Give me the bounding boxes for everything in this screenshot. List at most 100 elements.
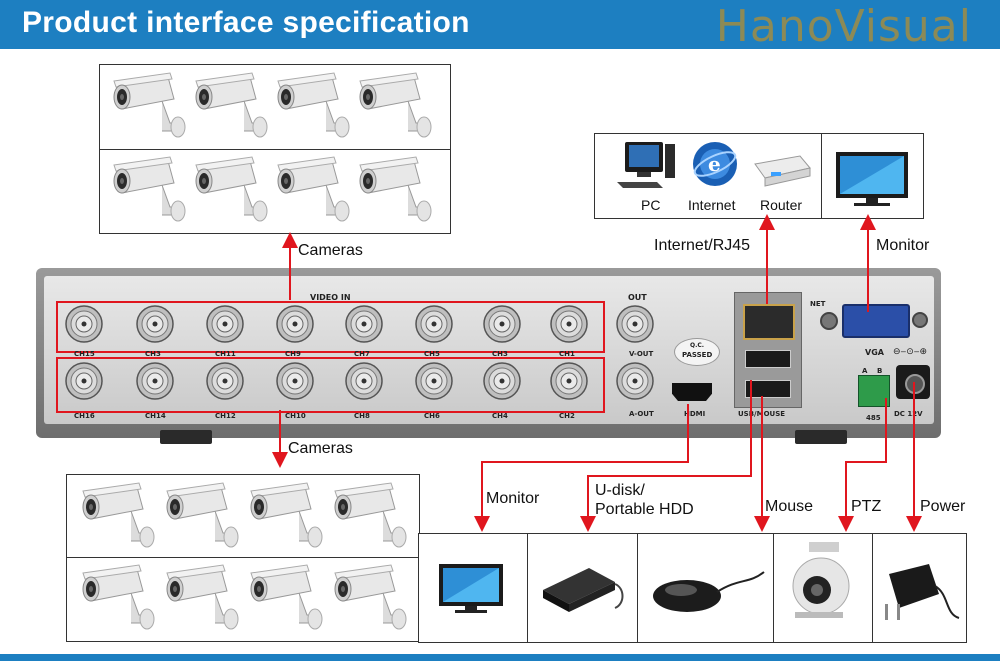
cameras-top-label: Cameras bbox=[298, 242, 363, 259]
bottom-devices-box bbox=[418, 533, 967, 643]
channel-label: CH4 bbox=[492, 412, 508, 420]
bnc-connector-bottom[interactable] bbox=[276, 362, 314, 400]
rs485-a-label: A bbox=[862, 367, 868, 375]
camera-icon bbox=[195, 156, 268, 222]
svg-text:e: e bbox=[708, 152, 721, 176]
pc-icon bbox=[617, 142, 675, 188]
bnc-connector-bottom[interactable] bbox=[206, 362, 244, 400]
polarity-symbol: ⊖‒⊙‒⊕ bbox=[893, 347, 928, 357]
channel-label: CH2 bbox=[559, 412, 575, 420]
vga-label: VGA bbox=[865, 348, 884, 357]
rs485-b-label: B bbox=[877, 367, 883, 375]
monitor-hdmi-label: Monitor bbox=[486, 490, 540, 507]
brand-logo: HanoVisual bbox=[715, 1, 972, 52]
network-devices-box: e PC Internet Router bbox=[594, 133, 824, 219]
channel-label: CH14 bbox=[145, 412, 166, 420]
channel-label: CH15 bbox=[74, 350, 95, 358]
top-cameras-box bbox=[99, 64, 451, 234]
channel-label: CH8 bbox=[354, 412, 370, 420]
vga-port[interactable] bbox=[842, 304, 910, 338]
udisk-label-line2: Portable HDD bbox=[595, 501, 694, 518]
bnc-connector-top[interactable] bbox=[276, 305, 314, 343]
a-out-connector[interactable] bbox=[616, 362, 654, 400]
internet-label: Internet bbox=[688, 197, 736, 213]
rs485-terminal[interactable] bbox=[858, 375, 890, 407]
monitor-icon bbox=[836, 152, 908, 206]
channel-label: CH11 bbox=[215, 350, 236, 358]
video-in-bottom-row-highlight bbox=[56, 357, 605, 413]
internet-icon: e bbox=[693, 142, 737, 186]
power-adapter-icon bbox=[885, 564, 960, 620]
bnc-connector-top[interactable] bbox=[415, 305, 453, 343]
vga-monitor-box bbox=[821, 133, 924, 219]
camera-icon bbox=[82, 564, 155, 630]
cameras-bottom-label: Cameras bbox=[288, 440, 353, 457]
bnc-connector-top[interactable] bbox=[206, 305, 244, 343]
bnc-connector-top[interactable] bbox=[345, 305, 383, 343]
camera-icon bbox=[250, 564, 323, 630]
vga-screw-right bbox=[912, 312, 928, 328]
bnc-connector-bottom[interactable] bbox=[65, 362, 103, 400]
camera-icon bbox=[359, 72, 432, 138]
internet-rj45-label: Internet/RJ45 bbox=[654, 237, 751, 254]
camera-icon bbox=[166, 564, 239, 630]
ptz-label: PTZ bbox=[851, 498, 882, 515]
channel-label: CH7 bbox=[354, 350, 370, 358]
mouse-icon bbox=[653, 571, 765, 612]
net-screw bbox=[820, 312, 838, 330]
mouse-label: Mouse bbox=[765, 498, 814, 515]
camera-icon bbox=[195, 72, 268, 138]
out-label: OUT bbox=[628, 293, 647, 302]
camera-icon bbox=[334, 482, 407, 548]
hdd-icon bbox=[543, 568, 624, 612]
bnc-connector-bottom[interactable] bbox=[550, 362, 588, 400]
camera-icon bbox=[113, 72, 186, 138]
usb-port-2[interactable] bbox=[745, 380, 791, 398]
page-title: Product interface specification bbox=[22, 6, 470, 39]
bnc-connector-top[interactable] bbox=[136, 305, 174, 343]
camera-icon bbox=[166, 482, 239, 548]
monitor-vga-label: Monitor bbox=[876, 237, 930, 254]
bottom-bar bbox=[0, 654, 1000, 661]
camera-icon bbox=[277, 156, 350, 222]
bnc-connector-top[interactable] bbox=[550, 305, 588, 343]
rs485-label: 485 bbox=[866, 414, 881, 422]
net-label: NET bbox=[810, 300, 826, 308]
a-out-label: A-OUT bbox=[629, 410, 654, 418]
usb-port-1[interactable] bbox=[745, 350, 791, 368]
channel-label: CH6 bbox=[424, 412, 440, 420]
channel-label: CH3 bbox=[492, 350, 508, 358]
bnc-connector-bottom[interactable] bbox=[483, 362, 521, 400]
ptz-camera-icon bbox=[792, 542, 850, 618]
hdmi-port[interactable] bbox=[672, 383, 712, 401]
bnc-connector-top[interactable] bbox=[483, 305, 521, 343]
hdmi-label: HDMI bbox=[684, 410, 706, 418]
router-icon bbox=[754, 155, 811, 187]
camera-icon bbox=[359, 156, 432, 222]
dvr-foot-right bbox=[795, 430, 847, 444]
bnc-connector-bottom[interactable] bbox=[345, 362, 383, 400]
camera-icon bbox=[334, 564, 407, 630]
bottom-cameras-box bbox=[66, 474, 420, 642]
udisk-label-line1: U-disk/ bbox=[595, 482, 645, 499]
channel-label: CH12 bbox=[215, 412, 236, 420]
v-out-connector[interactable] bbox=[616, 305, 654, 343]
bnc-connector-bottom[interactable] bbox=[136, 362, 174, 400]
dc-12v-label: DC 12V bbox=[894, 410, 923, 418]
channel-label: CH1 bbox=[559, 350, 575, 358]
camera-icon bbox=[82, 482, 155, 548]
bnc-connector-bottom[interactable] bbox=[415, 362, 453, 400]
channel-label: CH10 bbox=[285, 412, 306, 420]
channel-label: CH9 bbox=[285, 350, 301, 358]
channel-label: CH5 bbox=[424, 350, 440, 358]
video-in-label: VIDEO IN bbox=[310, 293, 351, 302]
header-bar: Product interface specification HanoVisu… bbox=[0, 0, 1000, 52]
channel-label: CH3 bbox=[145, 350, 161, 358]
camera-icon bbox=[277, 72, 350, 138]
bnc-connector-top[interactable] bbox=[65, 305, 103, 343]
channel-label: CH16 bbox=[74, 412, 95, 420]
v-out-label: V-OUT bbox=[629, 350, 654, 358]
rj45-port[interactable] bbox=[743, 304, 795, 340]
camera-icon bbox=[250, 482, 323, 548]
